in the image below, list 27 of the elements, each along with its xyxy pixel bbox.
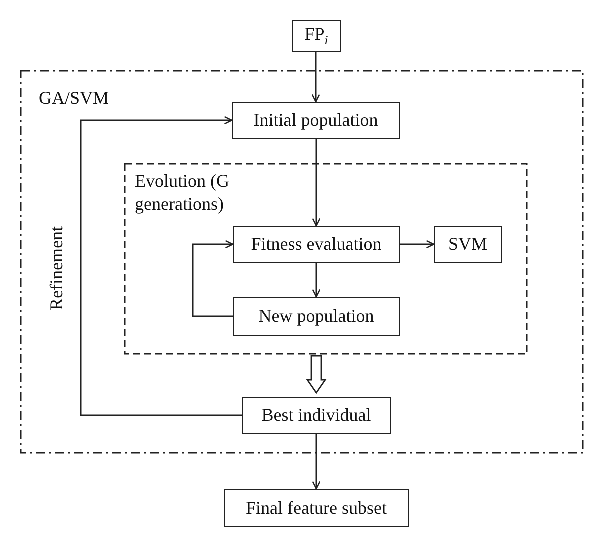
box-label: Fitness evaluation [251,234,382,255]
box-label: FP$_{i}$ [304,24,328,48]
box-label: Initial population [254,110,378,131]
group-frame [124,163,528,355]
arrow [312,52,320,103]
input-box [292,20,341,52]
box-label: Best individual [262,405,372,426]
arrow [306,355,327,394]
arrow [400,240,435,249]
box-label: New population [258,306,374,327]
process-box [434,226,502,263]
box-label: Final feature subset [246,498,387,518]
output-box [224,489,409,527]
process-box [233,226,400,263]
process-box [242,397,391,434]
box-label: SVM [448,234,488,255]
process-box [233,297,400,336]
process-box [232,102,400,139]
arrow [312,434,321,490]
arrow [192,240,234,318]
arrow [80,116,242,416]
group-frame [20,70,584,454]
arrow [312,263,321,298]
edge-label: Refinement [46,226,67,310]
arrow [312,139,321,227]
group-title: GA/SVM [39,87,110,110]
group-title: Evolution (G generations) [135,170,230,216]
